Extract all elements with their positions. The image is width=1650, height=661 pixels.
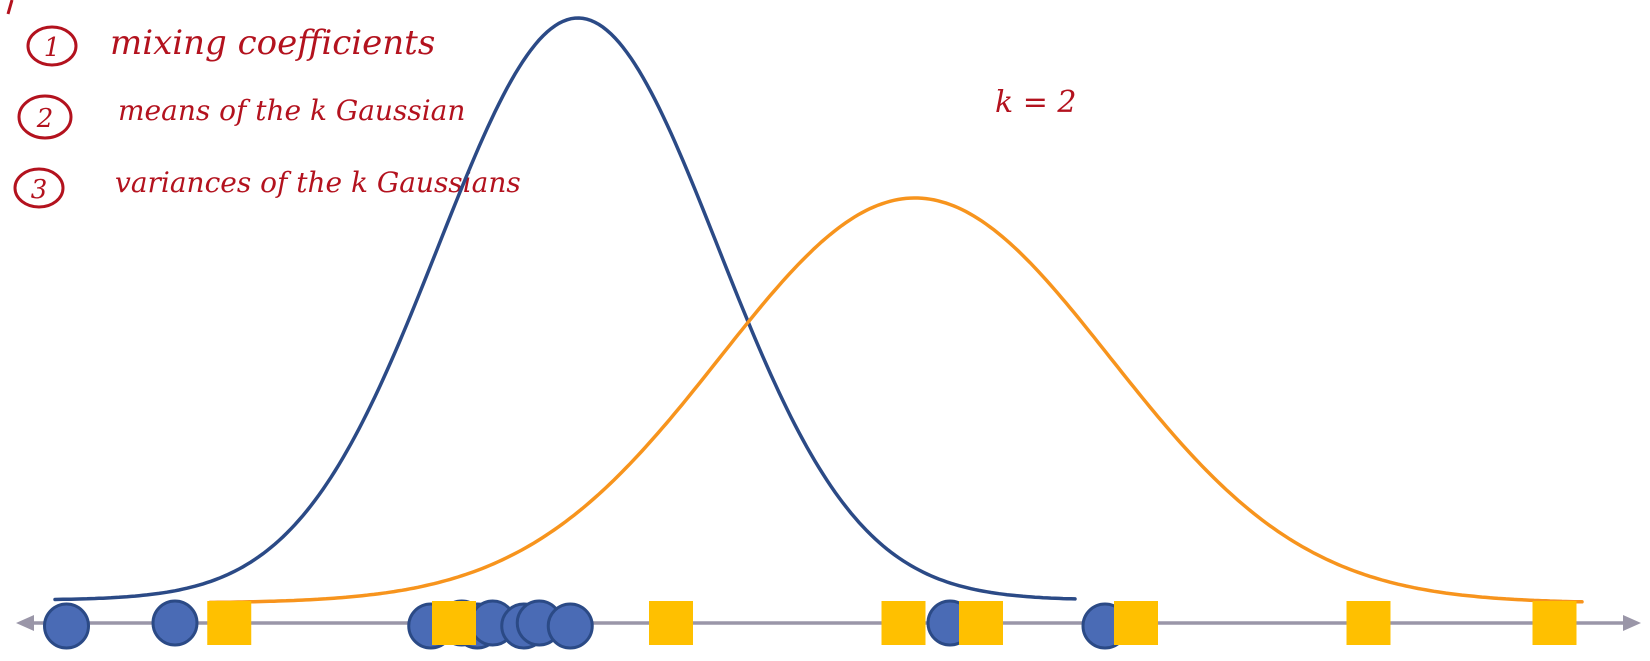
annotation-stroke — [6, 0, 14, 15]
square-data-point — [881, 601, 926, 645]
k-label: k = 2 — [995, 85, 1076, 120]
axis-left-arrow — [16, 615, 34, 631]
square-data-point — [649, 601, 693, 645]
gaussian-curve-1 — [53, 16, 1077, 602]
gaussian-curve-2 — [208, 196, 1584, 605]
square-data-point — [1346, 601, 1391, 645]
annotation-number-1: 1 — [44, 33, 61, 63]
square-data-point — [207, 601, 252, 645]
annotation-number-2: 2 — [36, 104, 54, 134]
square-data-point — [432, 601, 476, 645]
circle-data-point — [546, 602, 594, 650]
annotation-item-1: 1 mixing coefficients — [26, 23, 435, 67]
number-circle-2 — [17, 94, 73, 140]
annotation-list: 1 mixing coefficients 2 means of the k G… — [6, 0, 1076, 209]
annotation-item-2: 2 means of the k Gaussian — [17, 94, 465, 140]
number-circle-3 — [13, 167, 65, 209]
circle-data-point — [151, 599, 199, 647]
square-data-points — [207, 601, 1577, 645]
annotation-text-3: variances of the k Gaussians — [115, 166, 521, 199]
number-line-axis — [16, 615, 1641, 631]
number-circle-1 — [26, 25, 78, 67]
annotation-item-3: 3 variances of the k Gaussians — [13, 166, 521, 209]
square-data-point — [1114, 601, 1158, 645]
square-data-point — [1532, 601, 1577, 645]
gaussian-curves — [53, 16, 1584, 605]
annotation-text-2: means of the k Gaussian — [118, 94, 465, 127]
square-data-point — [959, 601, 1003, 645]
circle-data-point — [43, 602, 90, 650]
annotation-text-1: mixing coefficients — [110, 23, 435, 63]
annotation-number-3: 3 — [31, 175, 48, 205]
axis-right-arrow — [1623, 615, 1641, 631]
